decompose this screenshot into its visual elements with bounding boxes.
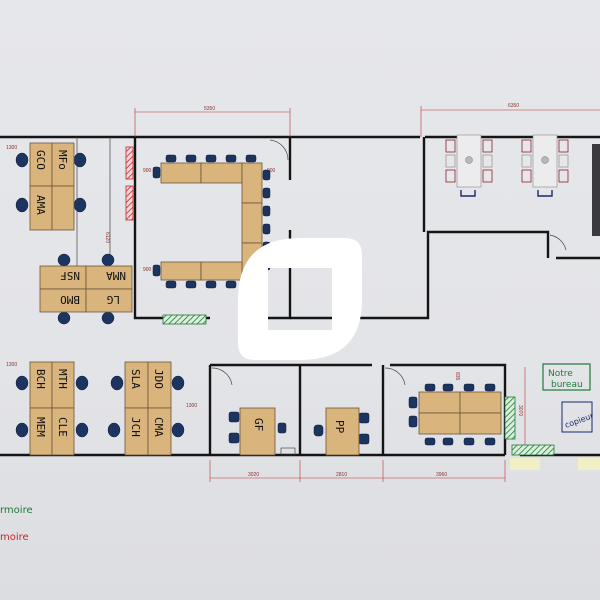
desk-label: CMA xyxy=(152,417,165,437)
desk-label: GF xyxy=(252,418,265,431)
desk-label: BCH xyxy=(34,369,47,389)
legend: rmoire moire xyxy=(0,505,33,543)
dim-conference-width: 5350 xyxy=(204,106,215,112)
meeting-table xyxy=(408,383,502,446)
desk-label: MFo xyxy=(56,150,69,170)
dim-meeting-height: 3070 xyxy=(517,405,523,416)
desk-cluster-top-left: MFo GCO AMA xyxy=(15,142,87,231)
dim-conf-clearance-right: 900 xyxy=(267,168,276,174)
dim-meeting-width: 3960 xyxy=(436,472,447,478)
dim-corridor-height: 6120 xyxy=(104,232,110,243)
dim-right-room-width: 6350 xyxy=(508,103,519,109)
desk-cluster-bottom-left-a: MTH BCH CLE MEM xyxy=(15,361,89,456)
watermark-logo-icon xyxy=(238,238,362,360)
dim-meeting-clearance: 835 xyxy=(454,372,460,381)
desk-label: NMA xyxy=(106,269,126,282)
desk-label: JDO xyxy=(152,369,165,389)
our-office-label: Notre xyxy=(548,369,573,379)
desk-cluster-middle-left: NMA NSF LG BMO xyxy=(39,253,133,325)
desk-cluster-bottom-left-b: JDO SLA JCH CMA xyxy=(107,361,185,456)
desk-label: GCO xyxy=(34,150,47,170)
legend-armoire-red: moire xyxy=(0,532,29,543)
dimension-lines: 5350 6350 1300 1300 1300 6120 900 900 90… xyxy=(6,103,600,482)
desk-label: CLE xyxy=(56,417,69,437)
our-office-note: Notre bureau xyxy=(542,363,591,391)
armoires xyxy=(125,146,600,470)
dim-desk-spacing-top: 1300 xyxy=(6,145,17,151)
dim-aisle: 1300 xyxy=(186,403,197,409)
desk-label: AMA xyxy=(34,195,47,215)
dim-conf-clearance-bottom: 900 xyxy=(143,267,152,273)
desk-label: BMO xyxy=(60,293,80,306)
desk-label: JCH xyxy=(129,417,142,437)
dim-desk-spacing-bottom: 1300 xyxy=(6,362,17,368)
desk-label: PP xyxy=(333,420,346,434)
walls xyxy=(0,135,600,457)
desk-label: MEM xyxy=(34,417,47,437)
office-pp: PP xyxy=(313,407,370,456)
desk-label: MTH xyxy=(56,369,69,389)
legend-armoire-green: rmoire xyxy=(0,505,33,516)
dim-room-gf: 3020 xyxy=(248,472,259,478)
copier: copieur xyxy=(561,401,596,433)
desk-label: SLA xyxy=(129,369,142,389)
office-gf: GF xyxy=(228,407,296,456)
dim-room-pp: 2810 xyxy=(336,472,347,478)
copier-label: copieur xyxy=(564,411,596,430)
top-right-tables xyxy=(445,134,600,236)
desk-label: NSF xyxy=(60,269,80,282)
desk-label: LG xyxy=(107,293,120,306)
dim-conf-clearance: 900 xyxy=(143,168,152,174)
our-office-label-2: bureau xyxy=(551,380,583,390)
